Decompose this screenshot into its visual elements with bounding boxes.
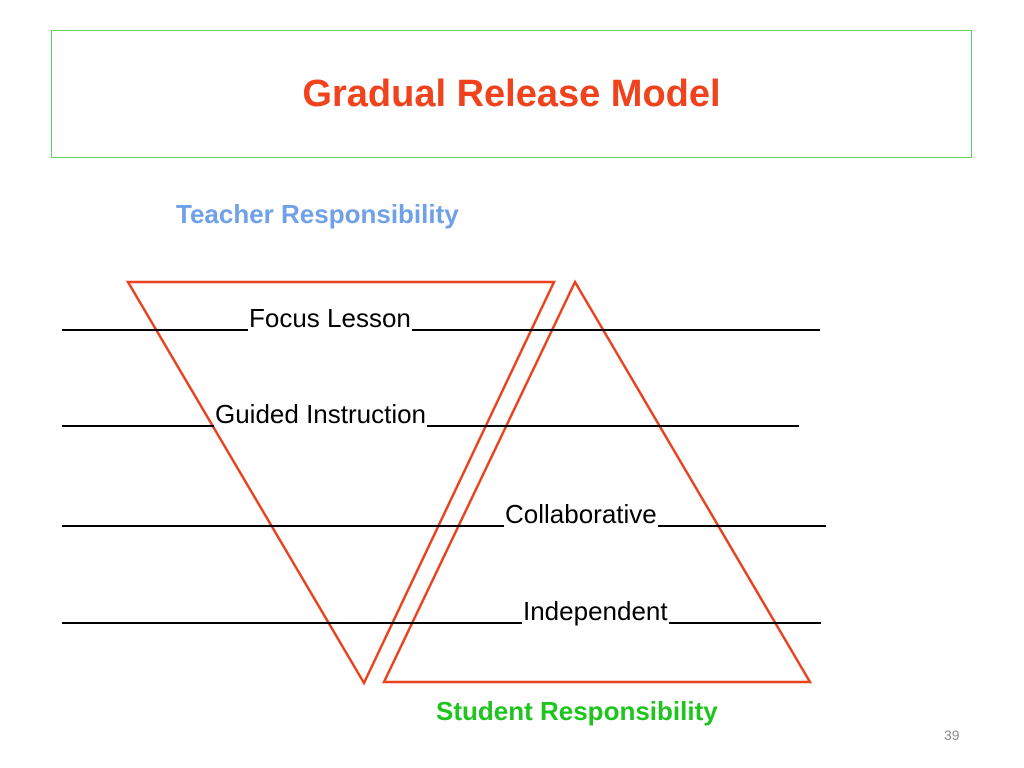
slide-title: Gradual Release Model bbox=[302, 72, 721, 115]
row-guided-instruction: Guided Instruction bbox=[62, 399, 800, 430]
blank-line bbox=[427, 424, 800, 427]
inverted-triangle-teacher bbox=[125, 280, 556, 686]
teacher-responsibility-label: Teacher Responsibility bbox=[176, 199, 459, 229]
blank-line bbox=[411, 328, 820, 331]
row-label: Collaborative bbox=[505, 499, 657, 529]
title-box: Gradual Release Model bbox=[51, 30, 972, 158]
blank-line bbox=[62, 524, 504, 527]
blank-line bbox=[62, 621, 522, 624]
blank-line bbox=[62, 424, 214, 427]
row-label: Guided Instruction bbox=[215, 399, 427, 429]
page-number: 39 bbox=[944, 727, 960, 743]
blank-line bbox=[668, 621, 821, 624]
blank-line bbox=[62, 328, 248, 331]
upright-triangle-student bbox=[382, 279, 813, 684]
row-label: Focus Lesson bbox=[249, 303, 411, 333]
row-focus-lesson: Focus Lesson bbox=[62, 303, 820, 334]
row-label: Independent bbox=[523, 596, 668, 626]
row-independent: Independent bbox=[62, 596, 821, 627]
blank-line bbox=[657, 524, 826, 527]
row-collaborative: Collaborative bbox=[62, 499, 826, 530]
student-responsibility-label: Student Responsibility bbox=[436, 696, 718, 726]
